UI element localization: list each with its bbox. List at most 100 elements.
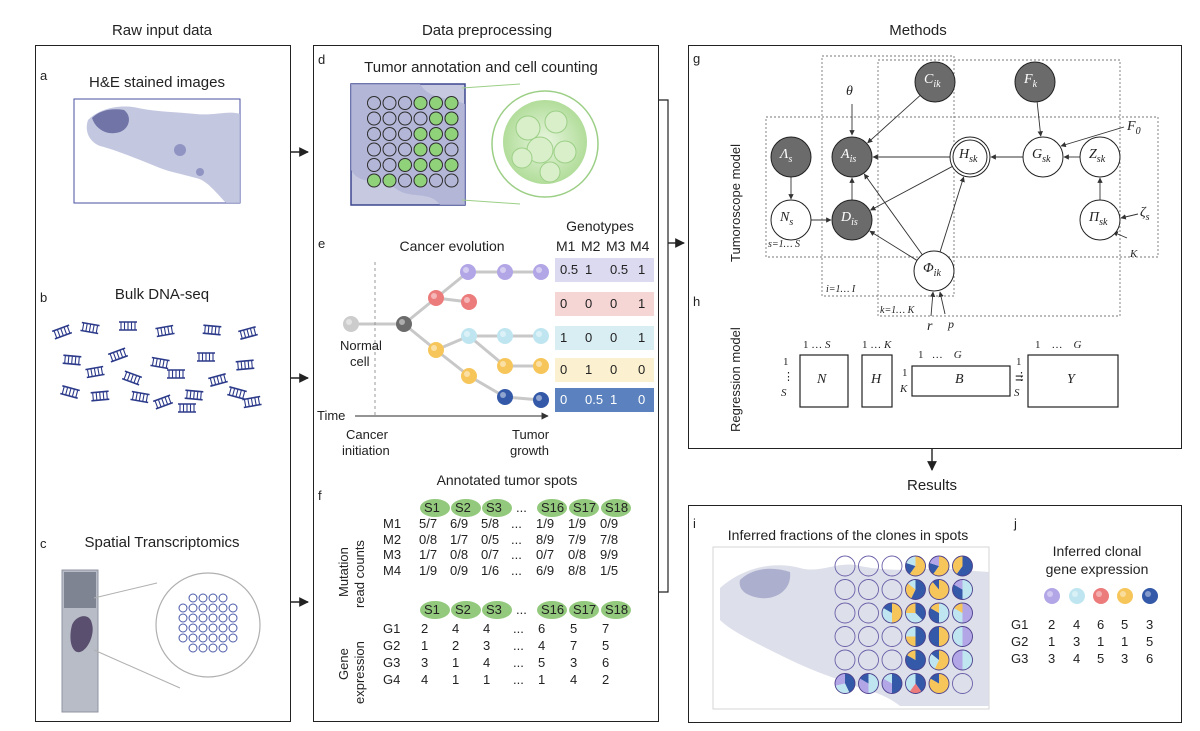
gene-expression-value: 5: [570, 621, 578, 636]
clone-color-dot: [1142, 588, 1158, 604]
plate-label-s: s=1… S: [768, 239, 801, 250]
spot-outline: [834, 673, 856, 694]
genotype-value: 1: [610, 392, 618, 407]
dna-fragment: [178, 403, 196, 413]
cancer-initiation-label-1: Cancer: [346, 427, 388, 442]
mutation-spot-header: S3: [486, 500, 502, 515]
gene-expression-value: 4: [483, 621, 491, 636]
clonal-expression-value: 3: [1048, 651, 1056, 666]
node-pi: [1079, 199, 1121, 241]
clone-fraction-slice: [932, 579, 939, 590]
clonal-expression-value: 5: [1121, 617, 1129, 632]
spatial-slide: [61, 569, 261, 713]
genotype-value: 0: [560, 362, 568, 377]
n-dim-top: 1 … S: [803, 339, 831, 351]
clone-fraction-slice: [934, 650, 950, 670]
spot-outline: [928, 602, 950, 624]
panel-j-title-2: gene expression: [1045, 561, 1149, 577]
clonal-expression-value: 3: [1146, 617, 1154, 632]
spot-pill: [482, 601, 512, 619]
panel-label-e: e: [318, 236, 326, 251]
gene-expression-value: 3: [421, 655, 429, 670]
clone-node-highlight: [536, 361, 542, 367]
spot-pill: [601, 601, 631, 619]
mutation-read-count: ...: [511, 531, 522, 547]
spot-outline: [905, 626, 926, 647]
panel-label-f: f: [318, 488, 322, 503]
clonal-gene-name: G1: [1011, 617, 1029, 632]
node-lambda: [770, 136, 812, 178]
clone-fraction-slice: [845, 673, 856, 693]
empty-spot: [858, 602, 879, 624]
clone-fraction-slice: [931, 650, 939, 660]
clone-node-highlight: [463, 267, 469, 273]
clonal-expression-value: 1: [1121, 634, 1129, 649]
node-label-g: Gsk: [1032, 147, 1051, 165]
mutation-read-count: 0/8: [419, 531, 438, 547]
st-spot: [188, 613, 198, 623]
gene-expression-value: 1: [483, 672, 491, 687]
spot-outline: [928, 555, 950, 577]
st-spot: [188, 593, 198, 603]
mutation-read-count: 6/9: [536, 562, 555, 578]
clone-node-highlight: [464, 297, 470, 303]
gene-expression-value: 6: [602, 655, 610, 670]
mutation-read-count: 1/9: [536, 516, 555, 531]
annotation-spot: [367, 173, 381, 188]
mutation-spot-header: S18: [605, 500, 629, 515]
clone-color-dot-highlight: [1047, 591, 1053, 597]
node-g: [1022, 136, 1064, 178]
annotation-spot: [398, 96, 412, 110]
model-edges: [788, 95, 1139, 317]
annotation-spot: [382, 111, 397, 126]
annotation-spot-grid: [367, 96, 459, 188]
clonal-gene-name: G3: [1011, 651, 1029, 666]
spot-outline: [905, 555, 926, 577]
mutation-read-count: ...: [511, 547, 522, 562]
mutation-read-count: 8/8: [568, 562, 587, 578]
section-title-raw: Raw input data: [111, 22, 213, 39]
zoom-cells: [461, 83, 599, 205]
genotype-value: 0: [585, 296, 593, 311]
dna-fragment: [80, 321, 100, 335]
model-edge: [867, 95, 921, 144]
st-spot: [198, 623, 208, 633]
tumor-growth-label-1: Tumor: [512, 427, 550, 442]
normal-cell-label-2: cell: [350, 354, 370, 369]
clone-node: [343, 316, 359, 332]
clone-color-dot-highlight: [1145, 591, 1151, 597]
annotation-spot: [367, 158, 381, 172]
node-label-pi: Πsk: [1089, 210, 1108, 228]
st-spot: [188, 603, 198, 613]
plate-label-K: K: [1130, 248, 1138, 260]
clone-fraction-slice: [952, 650, 963, 670]
clone-node: [461, 328, 477, 344]
mutation-read-count: 0/8: [450, 547, 469, 562]
normal-cell-label-1: Normal: [340, 338, 382, 353]
clone-color-dot: [1093, 588, 1109, 604]
mutation-row-name: M3: [383, 547, 402, 562]
mutation-read-count: 1/7: [450, 531, 469, 547]
matrix-b: B: [955, 372, 964, 387]
st-spot: [178, 623, 188, 633]
clonal-expression-value: 6: [1146, 651, 1154, 666]
mutation-read-count: 6/9: [450, 516, 469, 531]
spot-outline: [952, 579, 973, 600]
st-spot: [208, 623, 218, 633]
gene-expression-value: ...: [513, 621, 524, 636]
node-a: [831, 136, 873, 178]
model-edge: [1036, 101, 1043, 137]
empty-spot: [858, 649, 879, 671]
spot-headers-gene: [420, 601, 631, 619]
clone-fraction-slice: [952, 556, 963, 575]
genotype-value: 1: [585, 262, 593, 277]
st-spot: [198, 633, 208, 643]
plate-diagram: [765, 55, 1159, 317]
plate-label-k: k=1… K: [880, 305, 915, 316]
node-label-h: Hsk: [959, 147, 978, 165]
gene-expression-value: 1: [538, 672, 546, 687]
dna-fragment: [150, 356, 170, 370]
st-spot: [228, 603, 238, 613]
empty-spot: [834, 602, 856, 624]
clone-fraction-slice: [907, 579, 916, 590]
